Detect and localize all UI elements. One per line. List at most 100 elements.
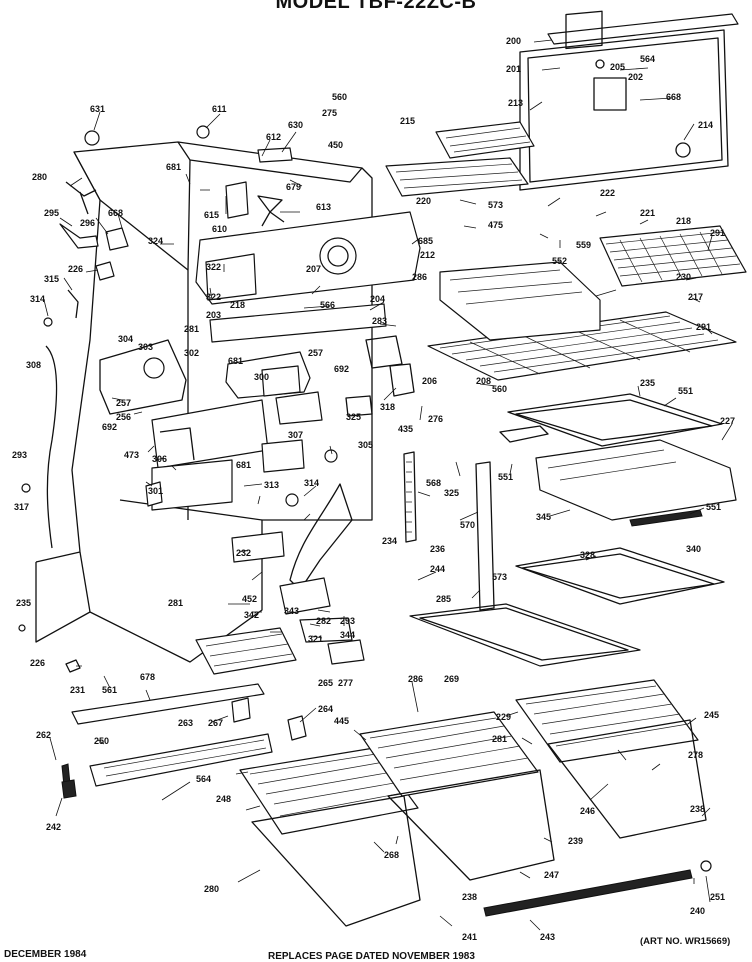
part-number-label: 293	[340, 616, 355, 626]
part-number-label: 283	[372, 316, 387, 326]
part-number-label: 345	[536, 512, 551, 522]
part-number-label: 681	[236, 460, 251, 470]
part-number-label: 248	[216, 794, 231, 804]
part-number-label: 552	[552, 256, 567, 266]
part-number-label: 208	[476, 376, 491, 386]
part-number-label: 560	[332, 92, 347, 102]
part-number-label: 229	[496, 712, 511, 722]
part-number-label: 561	[102, 685, 117, 695]
part-number-label: 282	[316, 616, 331, 626]
part-number-label: 247	[544, 870, 559, 880]
part-number-label: 275	[322, 108, 337, 118]
part-number-label: 242	[46, 822, 61, 832]
part-number-label: 251	[710, 892, 725, 902]
part-number-label: 204	[370, 294, 385, 304]
part-number-label: 257	[308, 348, 323, 358]
part-number-label: 226	[30, 658, 45, 668]
part-number-label: 230	[676, 272, 691, 282]
part-number-label: 285	[436, 594, 451, 604]
part-number-label: 306	[152, 454, 167, 464]
part-number-label: 295	[44, 208, 59, 218]
part-number-label: 277	[338, 678, 353, 688]
leader-lines	[43, 39, 733, 931]
part-number-label: 573	[492, 572, 507, 582]
part-number-label: 250	[94, 736, 109, 746]
ice-tray-assembly	[385, 121, 535, 197]
footer-replaces-note: REPLACES PAGE DATED NOVEMBER 1983	[268, 951, 475, 962]
left-components	[18, 125, 338, 632]
part-number-label: 291	[710, 228, 725, 238]
part-number-label: 340	[686, 544, 701, 554]
part-number-label: 239	[568, 836, 583, 846]
part-number-label: 300	[254, 372, 269, 382]
part-number-label: 268	[384, 850, 399, 860]
part-number-label: 305	[358, 440, 373, 450]
part-number-label: 685	[418, 236, 433, 246]
part-number-label: 452	[242, 594, 257, 604]
part-number-label: 321	[308, 634, 323, 644]
part-number-label: 324	[148, 236, 163, 246]
part-number-label: 615	[204, 210, 219, 220]
part-number-label: 342	[244, 610, 259, 620]
part-number-label: 232	[236, 548, 251, 558]
part-number-label: 681	[228, 356, 243, 366]
part-number-label: 286	[412, 272, 427, 282]
part-number-label: 681	[166, 162, 181, 172]
part-number-label: 212	[420, 250, 435, 260]
part-number-label: 692	[102, 422, 117, 432]
part-number-label: 234	[382, 536, 397, 546]
part-number-label: 202	[628, 72, 643, 82]
crisper-drawers	[239, 679, 712, 927]
part-number-label: 318	[380, 402, 395, 412]
shelf-rails	[403, 451, 495, 611]
part-number-label: 435	[398, 424, 413, 434]
part-number-label: 262	[36, 730, 51, 740]
evaporator-assembly	[195, 147, 421, 343]
part-number-label: 613	[316, 202, 331, 212]
model-title: MODEL TBF-22ZC-B	[275, 0, 477, 13]
part-number-label: 286	[408, 674, 423, 684]
part-number-label: 610	[212, 224, 227, 234]
part-number-label: 303	[138, 342, 153, 352]
part-number-label: 201	[506, 64, 521, 74]
part-number-label: 218	[676, 216, 691, 226]
part-number-label: 560	[492, 384, 507, 394]
part-number-label: 281	[168, 598, 183, 608]
part-number-label: 238	[462, 892, 477, 902]
part-number-label: 291	[696, 322, 711, 332]
part-number-label: 314	[30, 294, 45, 304]
part-number-label: 325	[346, 412, 361, 422]
grille-assembly	[61, 659, 307, 799]
cantilever-shelves	[409, 547, 725, 667]
freezer-door	[519, 10, 739, 191]
part-number-label: 301	[148, 486, 163, 496]
part-number-label: 566	[320, 300, 335, 310]
part-number-label: 243	[540, 932, 555, 942]
part-number-label: 322	[206, 262, 221, 272]
part-number-label: 551	[678, 386, 693, 396]
part-number-label: 213	[508, 98, 523, 108]
part-number-label: 564	[640, 54, 655, 64]
part-number-label: 280	[32, 172, 47, 182]
part-number-label: 281	[184, 324, 199, 334]
part-number-label: 293	[12, 450, 27, 460]
part-number-label: 308	[26, 360, 41, 370]
part-number-label: 256	[116, 412, 131, 422]
part-number-label: 267	[208, 718, 223, 728]
footer-date: DECEMBER 1984	[4, 949, 87, 960]
part-number-label: 450	[328, 140, 343, 150]
part-number-label: 573	[488, 200, 503, 210]
part-number-label: 343	[284, 606, 299, 616]
freezer-shelves	[427, 225, 747, 381]
art-number: (ART NO. WR15669)	[640, 936, 731, 947]
part-number-label: 692	[334, 364, 349, 374]
part-number-label: 246	[580, 806, 595, 816]
part-number-label: 265	[318, 678, 333, 688]
part-number-label: 668	[666, 92, 681, 102]
part-number-label: 445	[334, 716, 349, 726]
part-number-label: 235	[640, 378, 655, 388]
part-number-label: 570	[460, 520, 475, 530]
part-number-label: 206	[422, 376, 437, 386]
